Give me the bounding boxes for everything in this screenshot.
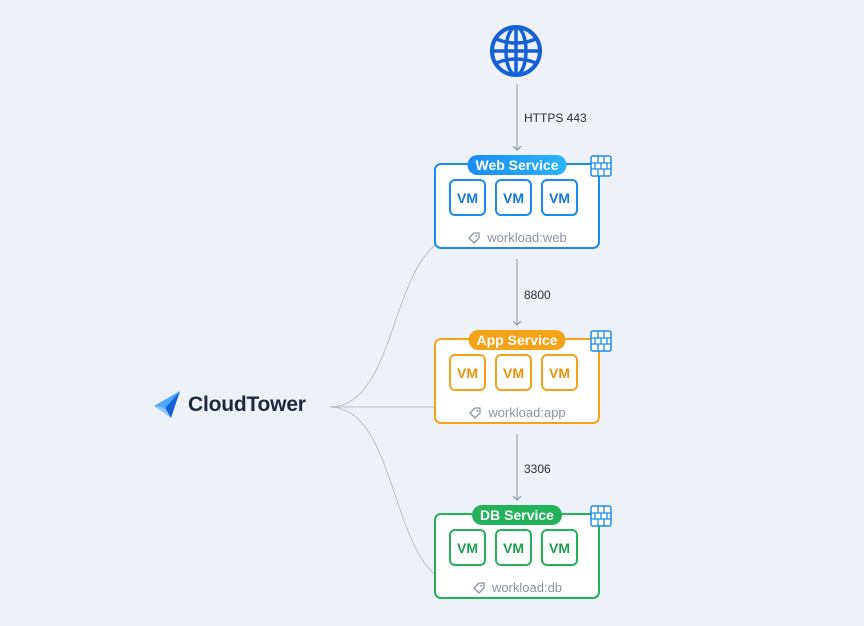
tag-label: workload:app (488, 405, 566, 420)
tag-label: workload:web (487, 230, 567, 245)
firewall-icon[interactable] (590, 155, 612, 177)
vm-node[interactable]: VM (449, 179, 486, 216)
brand-name: CloudTower (188, 393, 306, 416)
globe-icon (490, 25, 542, 77)
tag-app: workload:app (436, 405, 598, 420)
vm-node[interactable]: VM (541, 529, 578, 566)
vm-node[interactable]: VM (541, 354, 578, 391)
service-app[interactable]: App Service VM VM VM workload:app (434, 330, 600, 424)
tag-icon (469, 406, 481, 419)
edge-label-https: HTTPS 443 (524, 111, 587, 125)
vm-row-db: VM VM VM (449, 529, 578, 566)
service-web[interactable]: Web Service VM VM VM workload:web (434, 155, 600, 249)
service-title-db: DB Service (472, 505, 562, 525)
tag-web: workload:web (436, 230, 598, 245)
vm-node[interactable]: VM (449, 529, 486, 566)
firewall-icon[interactable] (590, 505, 612, 527)
cloudtower-logo-icon (154, 391, 180, 418)
service-title-web: Web Service (467, 155, 567, 175)
firewall-icon[interactable] (590, 330, 612, 352)
edge-label-3306: 3306 (524, 462, 551, 476)
vm-node[interactable]: VM (495, 354, 532, 391)
tag-db: workload:db (436, 580, 598, 595)
service-title-app: App Service (468, 330, 566, 350)
vm-row-web: VM VM VM (449, 179, 578, 216)
vm-node[interactable]: VM (541, 179, 578, 216)
service-db[interactable]: DB Service VM VM VM workload:db (434, 505, 600, 599)
tag-icon (468, 231, 480, 244)
vm-node[interactable]: VM (495, 179, 532, 216)
tag-icon (473, 581, 485, 594)
vm-row-app: VM VM VM (449, 354, 578, 391)
edge-label-8800: 8800 (524, 288, 551, 302)
vm-node[interactable]: VM (495, 529, 532, 566)
vm-node[interactable]: VM (449, 354, 486, 391)
tag-label: workload:db (491, 580, 563, 595)
